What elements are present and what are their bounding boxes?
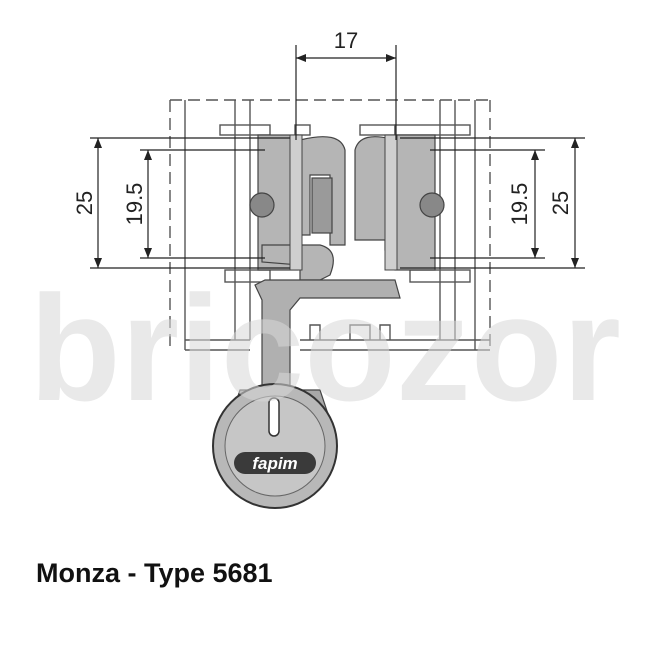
brand-logo: fapim — [252, 454, 297, 473]
dimension-left-outer: 25 — [72, 191, 97, 215]
watermark: bricozor — [29, 264, 621, 432]
dimension-right-outer: 25 — [548, 191, 573, 215]
lock-cylinder: fapim — [212, 383, 338, 509]
dimension-left-inner: 19.5 — [122, 183, 147, 226]
dimension-top-width: 17 — [334, 28, 358, 53]
profile-outline — [169, 99, 491, 351]
threaded-screws — [289, 134, 398, 271]
dimension-lines — [90, 45, 585, 269]
caption-title: Monza - Type 5681 — [36, 558, 273, 588]
dimension-right-inner: 19.5 — [507, 183, 532, 226]
keyhole-icon — [268, 397, 280, 437]
dimension-arrows — [94, 54, 579, 268]
